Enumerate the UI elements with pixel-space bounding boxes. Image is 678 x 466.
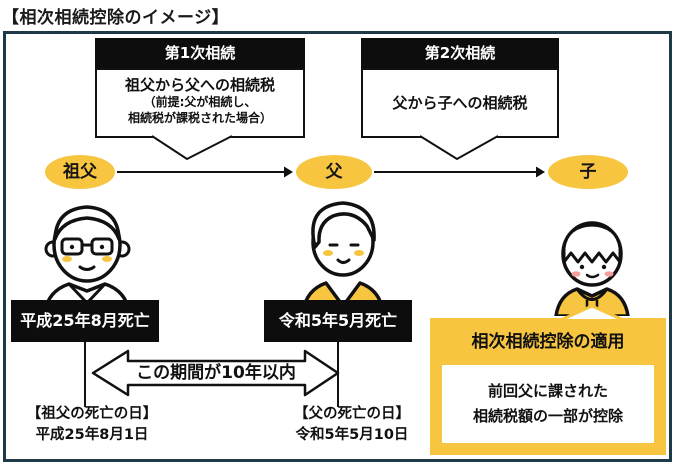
first-inheritance-body: 祖父から父への相続税 （前提:父が相続し、 相続税が課税された場合） xyxy=(95,68,305,138)
page-title: 【相次相続控除のイメージ】 xyxy=(2,8,230,28)
grandfather-death-date-title: 【祖父の死亡の日】 xyxy=(26,406,158,422)
first-inheritance-line1: 祖父から父への相続税 xyxy=(124,76,275,94)
second-inheritance-body: 父から子への相続税 xyxy=(361,68,559,138)
father-illustration xyxy=(301,201,385,312)
second-inheritance-header: 第2次相続 xyxy=(361,38,559,68)
grandfather-death-label: 平成25年8月死亡 xyxy=(11,300,159,342)
father-death-date: 【父の死亡の日】 令和5年5月10日 xyxy=(272,404,432,446)
first-inheritance-line3: 相続税が課税された場合） xyxy=(127,110,272,125)
first-inheritance-line2: （前提:父が相続し、 xyxy=(143,95,257,110)
node-father: 父 xyxy=(296,155,372,189)
grandfather-death-date-value: 平成25年8月1日 xyxy=(35,427,149,444)
second-inheritance-line1: 父から子への相続税 xyxy=(392,93,528,112)
deduction-box-line2: 相続税額の一部が控除 xyxy=(472,407,623,425)
node-grandfather: 祖父 xyxy=(45,155,115,189)
deduction-box: 相次相続控除の適用 前回父に課された 相続税額の一部が控除 xyxy=(430,318,666,455)
father-death-date-value: 令和5年5月10日 xyxy=(295,427,409,444)
deduction-box-body: 前回父に課された 相続税額の一部が控除 xyxy=(442,365,654,443)
period-arrow-label: この期間が10年以内 xyxy=(136,363,296,383)
deduction-box-line1: 前回父に課された xyxy=(487,381,608,400)
grandfather-illustration xyxy=(43,205,131,312)
father-death-date-title: 【父の死亡の日】 xyxy=(294,406,410,422)
father-death-label: 令和5年5月死亡 xyxy=(264,300,412,342)
first-inheritance-header: 第1次相続 xyxy=(95,38,305,68)
deduction-box-header: 相次相続控除の適用 xyxy=(471,332,625,352)
node-child: 子 xyxy=(548,155,628,189)
grandfather-death-date: 【祖父の死亡の日】 平成25年8月1日 xyxy=(8,404,176,446)
child-illustration xyxy=(554,221,630,316)
